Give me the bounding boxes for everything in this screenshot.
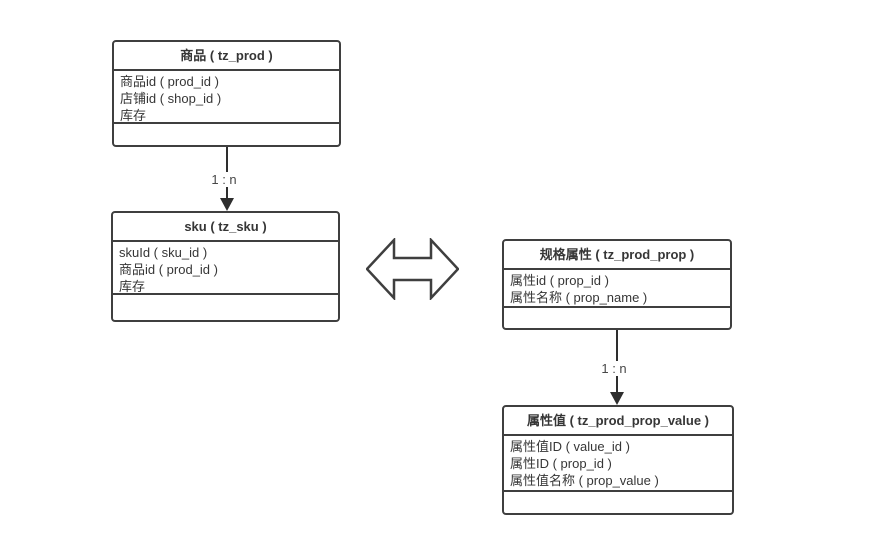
arrowhead-down-icon bbox=[610, 392, 624, 405]
entity-field: 库存 bbox=[119, 279, 146, 294]
entity-field: 店铺id ( shop_id ) bbox=[120, 91, 222, 106]
entity-sku: sku ( tz_sku ) skuId ( sku_id ) 商品id ( p… bbox=[111, 211, 340, 322]
entity-sku-title: sku ( tz_sku ) bbox=[113, 213, 338, 242]
entity-field: 属性名称 ( prop_name ) bbox=[510, 290, 648, 305]
relation-label-prod-sku: 1 : n bbox=[208, 172, 240, 187]
entity-prod-prop-value: 属性值 ( tz_prod_prop_value ) 属性值ID ( value… bbox=[502, 405, 734, 515]
entity-field: 属性id ( prop_id ) bbox=[510, 273, 609, 288]
entity-field: 商品id ( prod_id ) bbox=[120, 74, 219, 89]
bidirectional-arrow-icon bbox=[366, 238, 459, 300]
entity-prod: 商品 ( tz_prod ) 商品id ( prod_id ) 店铺id ( s… bbox=[112, 40, 341, 147]
entity-prod-prop: 规格属性 ( tz_prod_prop ) 属性id ( prop_id ) 属… bbox=[502, 239, 732, 330]
entity-field: 属性值ID ( value_id ) bbox=[510, 439, 630, 454]
entity-footer bbox=[504, 308, 730, 328]
entity-prod-title: 商品 ( tz_prod ) bbox=[114, 42, 339, 71]
entity-field: 属性值名称 ( prop_value ) bbox=[510, 473, 659, 488]
entity-footer bbox=[114, 124, 339, 145]
entity-prod-fields: 商品id ( prod_id ) 店铺id ( shop_id ) 库存 bbox=[114, 71, 339, 124]
entity-footer bbox=[504, 492, 732, 513]
entity-field: 库存 bbox=[120, 108, 147, 123]
entity-field: 属性ID ( prop_id ) bbox=[510, 456, 612, 471]
entity-field: 商品id ( prod_id ) bbox=[119, 262, 218, 277]
entity-prod-prop-fields: 属性id ( prop_id ) 属性名称 ( prop_name ) bbox=[504, 270, 730, 308]
entity-sku-fields: skuId ( sku_id ) 商品id ( prod_id ) 库存 bbox=[113, 242, 338, 295]
entity-field: skuId ( sku_id ) bbox=[119, 245, 208, 260]
entity-prod-prop-value-fields: 属性值ID ( value_id ) 属性ID ( prop_id ) 属性值名… bbox=[504, 436, 732, 492]
entity-footer bbox=[113, 295, 338, 320]
entity-prod-prop-title: 规格属性 ( tz_prod_prop ) bbox=[504, 241, 730, 270]
arrowhead-down-icon bbox=[220, 198, 234, 211]
relation-label-prop-value: 1 : n bbox=[598, 361, 630, 376]
entity-prod-prop-value-title: 属性值 ( tz_prod_prop_value ) bbox=[504, 407, 732, 436]
